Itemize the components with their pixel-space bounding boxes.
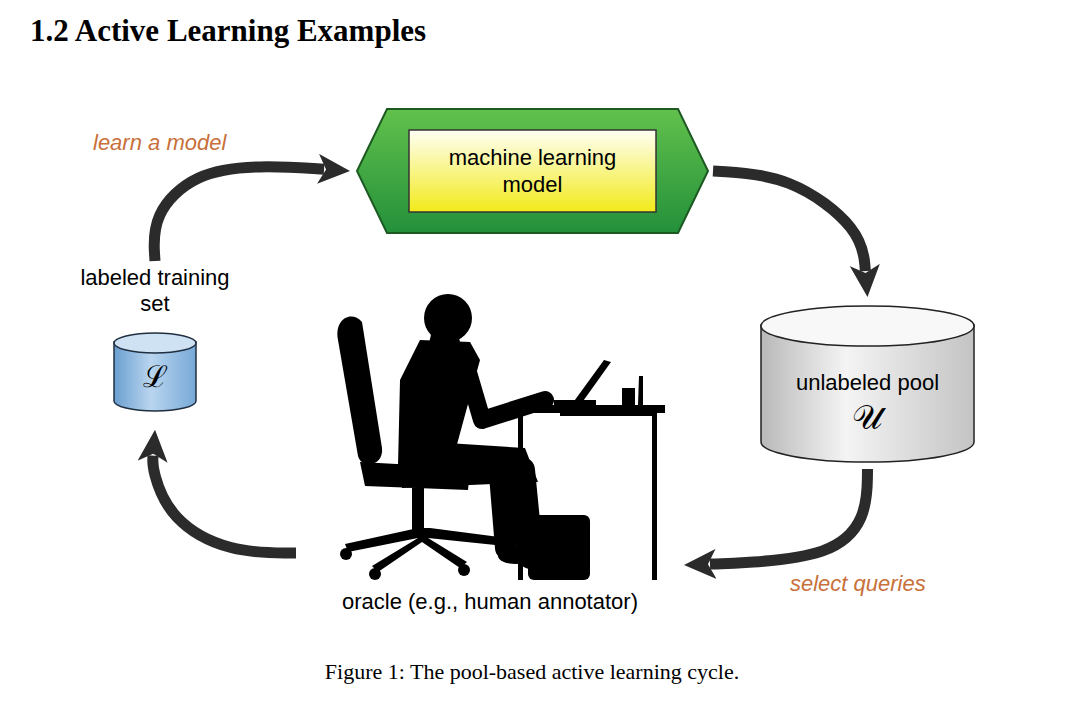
section-title: 1.2 Active Learning Examples bbox=[30, 12, 426, 49]
hexagon-outline bbox=[355, 107, 710, 235]
annotator-silhouette bbox=[337, 294, 665, 580]
cycle-arrow bbox=[154, 167, 324, 261]
model-hexagon: machine learning model bbox=[355, 107, 710, 235]
pens bbox=[638, 376, 643, 405]
set-heading: labeled training set bbox=[80, 265, 230, 318]
cycle-arrow bbox=[153, 456, 296, 553]
chair-post bbox=[412, 488, 424, 532]
chair-wheel bbox=[458, 564, 470, 576]
set-cylinder: ℒ bbox=[113, 332, 197, 412]
pool-label: unlabeled pool bbox=[796, 370, 939, 396]
chair-wheel bbox=[369, 568, 381, 580]
back-shin bbox=[500, 475, 506, 548]
model-label: machine learning model bbox=[433, 144, 633, 199]
pool-label: 𝒰 bbox=[852, 397, 883, 438]
bag bbox=[528, 515, 590, 580]
hexagon-shape bbox=[357, 109, 708, 233]
caption-block: Figure 1: The pool-based active learning… bbox=[0, 659, 1064, 685]
desk-leg bbox=[518, 410, 523, 580]
desk-leg bbox=[652, 410, 657, 580]
unlabeled-pool-cylinder: unlabeled pool𝒰 bbox=[760, 305, 975, 463]
cycle-arrow bbox=[713, 171, 865, 271]
oracle-annotator: oracle (e.g., human annotator) bbox=[300, 290, 680, 615]
chair-back bbox=[337, 316, 382, 464]
step-label: learn a model bbox=[90, 130, 229, 156]
cup bbox=[622, 388, 635, 405]
edge-label-block: learn a model bbox=[90, 130, 229, 156]
oracle-label: oracle (e.g., human annotator) bbox=[342, 589, 638, 615]
figure-caption: Figure 1: The pool-based active learning… bbox=[0, 659, 1064, 685]
desk-rail bbox=[560, 412, 657, 416]
step-label: select queries bbox=[787, 571, 929, 597]
edge-label-block: select queries bbox=[787, 571, 929, 597]
model-inner-box bbox=[409, 130, 656, 212]
title-block: 1.2 Active Learning Examples bbox=[30, 12, 426, 49]
laptop-screen bbox=[572, 360, 611, 404]
cylinder-top bbox=[114, 333, 196, 353]
chair-wheel bbox=[340, 548, 352, 560]
chair-base bbox=[345, 528, 507, 572]
set-symbol: ℒ bbox=[143, 349, 168, 395]
laptop-base bbox=[554, 400, 596, 405]
cycle-arrow bbox=[710, 469, 868, 564]
cylinder-top bbox=[761, 306, 974, 346]
labeled-set-cylinder: labeled training setℒ bbox=[80, 265, 230, 412]
desk-top bbox=[505, 405, 665, 413]
